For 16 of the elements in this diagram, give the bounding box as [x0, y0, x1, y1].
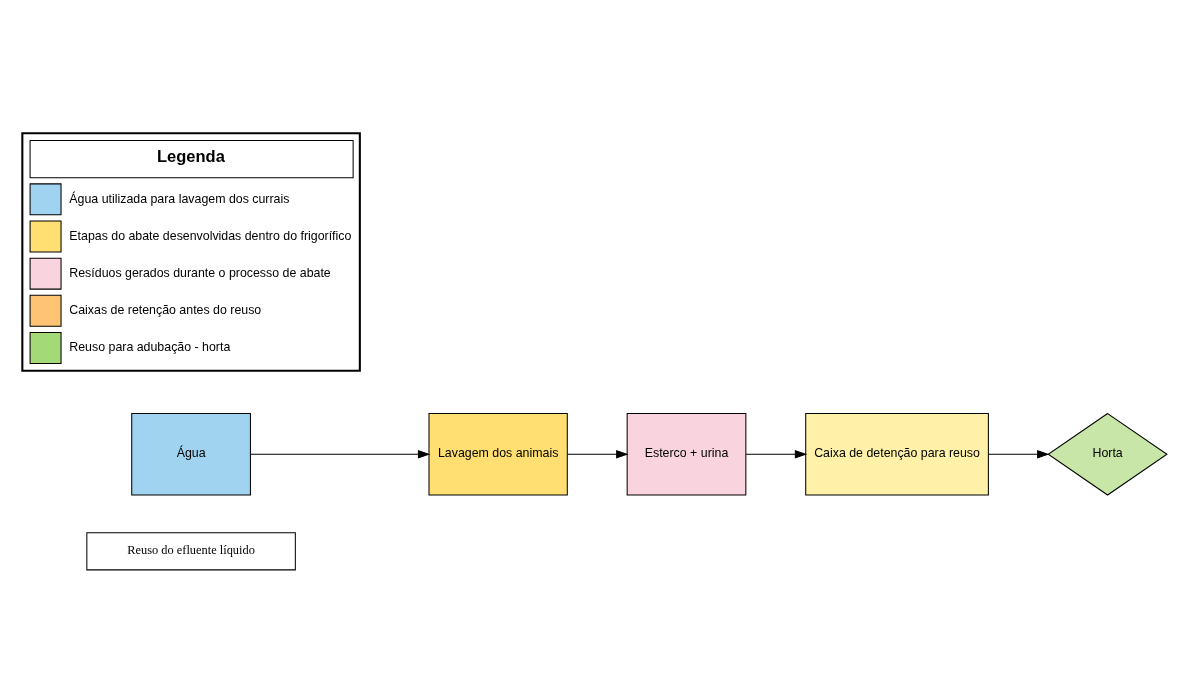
node-box: Reuso do efluente líquido: [86, 531, 296, 570]
arrow: [988, 449, 1050, 459]
arrow: [250, 449, 431, 459]
legend-label: Resíduos gerados durante o processo de abate: [69, 265, 331, 280]
arrow: [745, 449, 808, 459]
node-box: Caixa de detenção para reuso: [805, 412, 989, 496]
label: Legenda: [157, 146, 225, 165]
legend-label: Caixas de retenção antes do reuso: [69, 302, 262, 317]
node-diamond: Horta: [1047, 412, 1168, 496]
legend-label: Reuso para adubação - horta: [69, 339, 231, 354]
legend-label: Água utilizada para lavagem dos currais: [69, 191, 290, 206]
node-box: Lavagem dos animais: [428, 412, 568, 496]
node-box: Esterco + urina: [626, 412, 747, 496]
arrow: [566, 449, 629, 459]
legend-label: Etapas do abate desenvolvidas dentro do frigorífico: [69, 228, 352, 243]
node-box: Água: [131, 412, 251, 496]
